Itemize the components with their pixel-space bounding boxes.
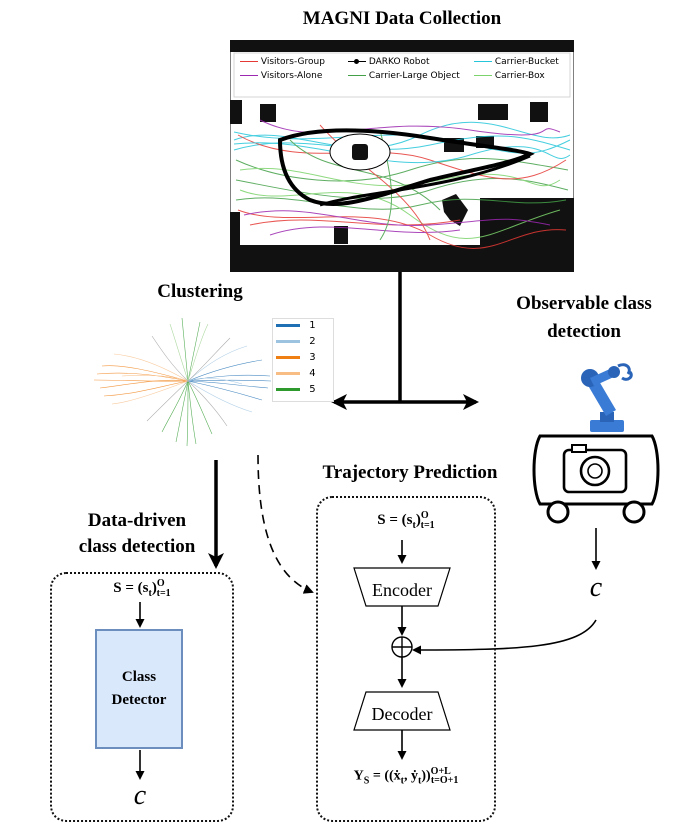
observable-title-line1: Observable class — [516, 293, 652, 314]
data-driven-arrows — [135, 602, 145, 780]
magni-map — [230, 40, 574, 272]
prediction-title: Trajectory Prediction — [322, 462, 498, 483]
data-driven-title: Data-driven class detection — [52, 508, 222, 560]
prediction-output-eq: YS = ((ẋt, ẏt))O+Lt=O+1 — [353, 766, 459, 787]
legend-entry: Visitors-Alone — [240, 71, 322, 81]
data-driven-input-eq: S = (st)Ot=1 — [113, 578, 171, 599]
legend-label: Carrier-Large Object — [368, 71, 460, 81]
robot-icon — [532, 363, 660, 524]
clustering-plot — [93, 317, 272, 446]
class-detector-line1: Class — [121, 669, 157, 685]
observable-output-c: c — [589, 572, 603, 603]
legend-label: DARKO Robot — [368, 57, 430, 67]
prediction-input-eq: S = (st)Ot=1 — [377, 510, 435, 531]
legend-label: Visitors-Alone — [260, 71, 323, 81]
encoder-label: Encoder — [372, 580, 432, 600]
clustering-title: Clustering — [157, 281, 243, 302]
cluster-legend-entry: 2 — [276, 336, 316, 347]
legend-entry: Carrier-Box — [474, 71, 545, 81]
cluster-legend-entry: 5 — [276, 384, 316, 395]
cluster-legend-entry: 1 — [276, 320, 316, 331]
cluster-legend-label: 3 — [309, 352, 316, 363]
decoder-label: Decoder — [371, 704, 433, 724]
cluster-legend-label: 2 — [309, 336, 316, 347]
cluster-legend-label: 4 — [309, 368, 316, 379]
cluster-legend-label: 1 — [309, 320, 316, 331]
data-driven-output-c: c — [133, 780, 147, 811]
prediction-blocks — [353, 540, 451, 760]
magni-legend: Visitors-Group Visitors-Alone DARKO Robo… — [236, 55, 570, 95]
data-driven-title-line2: class detection — [78, 536, 196, 557]
class-detector-line2: Detector — [111, 692, 167, 708]
legend-entry: DARKO Robot — [348, 57, 430, 67]
prediction-box — [316, 496, 496, 822]
legend-entry: Carrier-Large Object — [348, 71, 460, 81]
legend-entry: Visitors-Group — [240, 57, 325, 67]
cluster-legend-label: 5 — [309, 384, 316, 395]
observable-title: Observable class detection — [494, 290, 674, 346]
magni-title: MAGNI Data Collection — [302, 8, 502, 29]
data-driven-title-line1: Data-driven — [87, 510, 187, 531]
class-detector-box: Class Detector — [95, 629, 183, 749]
data-driven-box — [50, 572, 234, 822]
legend-label: Carrier-Box — [494, 71, 545, 81]
cluster-legend-entry: 4 — [276, 368, 316, 379]
cluster-legend-entry: 3 — [276, 352, 316, 363]
eq-text: S = (s — [113, 580, 149, 596]
legend-label: Carrier-Bucket — [494, 57, 559, 67]
legend-entry: Carrier-Bucket — [474, 57, 559, 67]
legend-label: Visitors-Group — [260, 57, 325, 67]
observable-title-line2: detection — [547, 321, 621, 342]
